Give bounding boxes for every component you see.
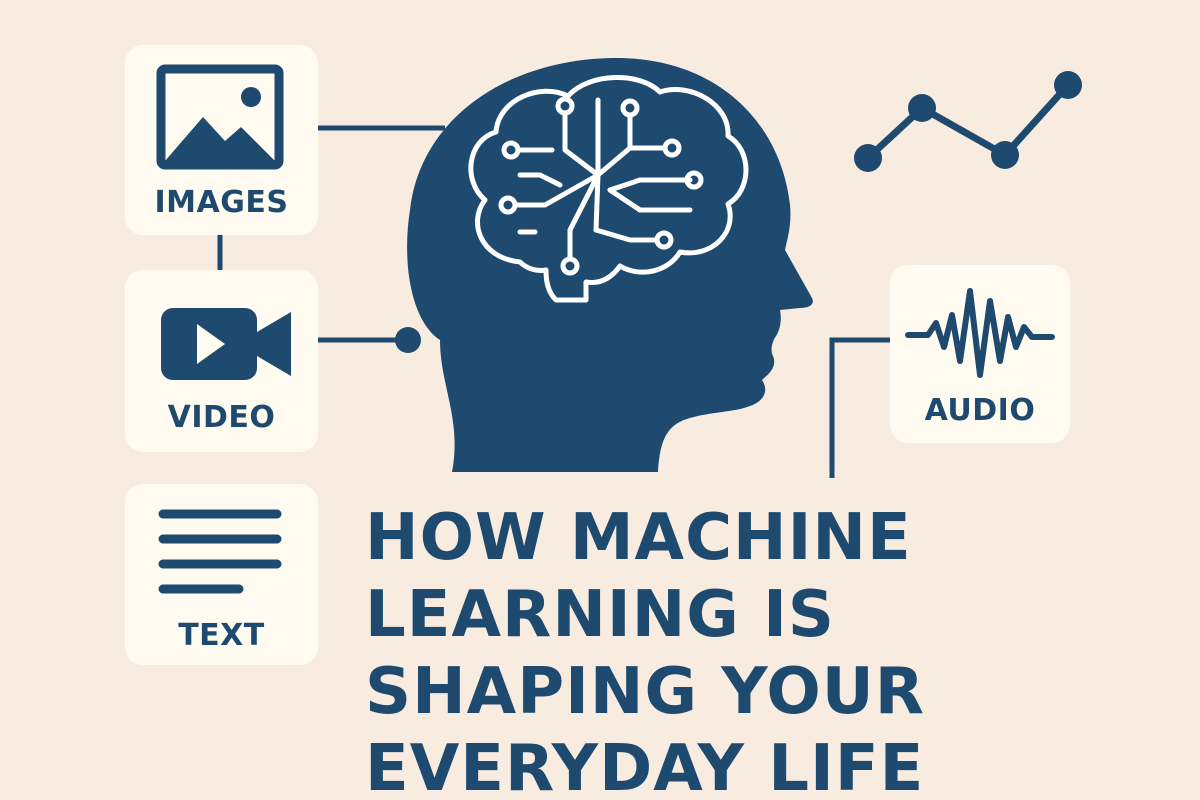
page-title: HOW MACHINE LEARNING IS SHAPING YOUR EVE… <box>365 500 1185 800</box>
images-label: IMAGES <box>154 185 289 220</box>
text-card: TEXT <box>125 484 318 665</box>
title-line-4: EVERYDAY LIFE <box>365 732 925 800</box>
video-card: VIDEO <box>125 270 318 452</box>
connector-audio <box>829 337 890 478</box>
brain-circuit-icon <box>468 75 749 303</box>
images-card: IMAGES <box>125 45 318 235</box>
title-line-2: LEARNING IS <box>365 578 835 652</box>
audio-waveform-icon <box>905 288 1055 378</box>
image-icon <box>156 64 284 170</box>
title-line-3: SHAPING YOUR <box>365 655 925 729</box>
video-label: VIDEO <box>167 400 276 435</box>
connector-dot-video <box>395 327 421 353</box>
text-label: TEXT <box>178 618 265 653</box>
title-line-1: HOW MACHINE <box>365 501 912 575</box>
audio-card: AUDIO <box>890 265 1070 443</box>
video-camera-icon <box>161 308 291 380</box>
text-lines-icon <box>158 509 282 594</box>
audio-label: AUDIO <box>924 393 1036 428</box>
